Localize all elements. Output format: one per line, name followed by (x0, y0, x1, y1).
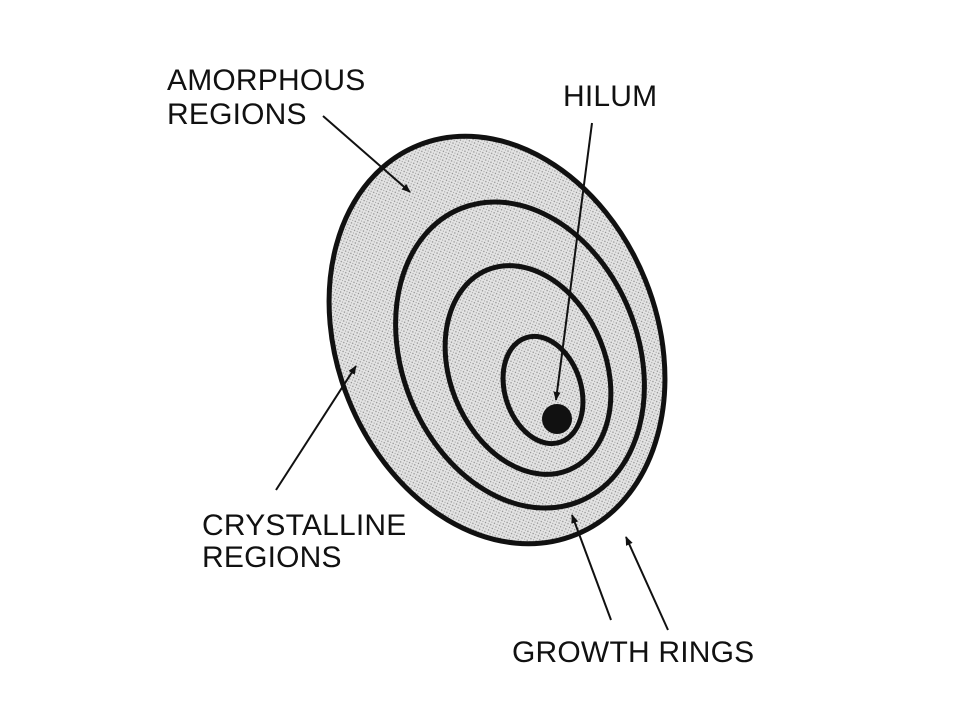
amorphous-label-line-2: REGIONS (167, 98, 307, 131)
growth-ring-inner (500, 333, 586, 447)
crystalline-label-line-2: REGIONS (202, 541, 342, 574)
growth-ring-outer (393, 199, 647, 511)
amorphous-label-line-1: AMORPHOUS (167, 64, 366, 97)
hilum-dot (542, 404, 572, 434)
crystalline-label-line-1: CRYSTALLINE (202, 509, 407, 542)
growth-ring-arrow-2 (625, 536, 669, 631)
growth-ring-middle (442, 263, 614, 477)
hilum-arrow (553, 122, 593, 401)
growth-ring-arrow-1 (571, 514, 612, 621)
amorphous-arrow (322, 115, 411, 193)
hilum-label: HILUM (563, 80, 658, 113)
crystalline-arrow (275, 365, 357, 491)
growth-rings-label: GROWTH RINGS (512, 636, 755, 669)
